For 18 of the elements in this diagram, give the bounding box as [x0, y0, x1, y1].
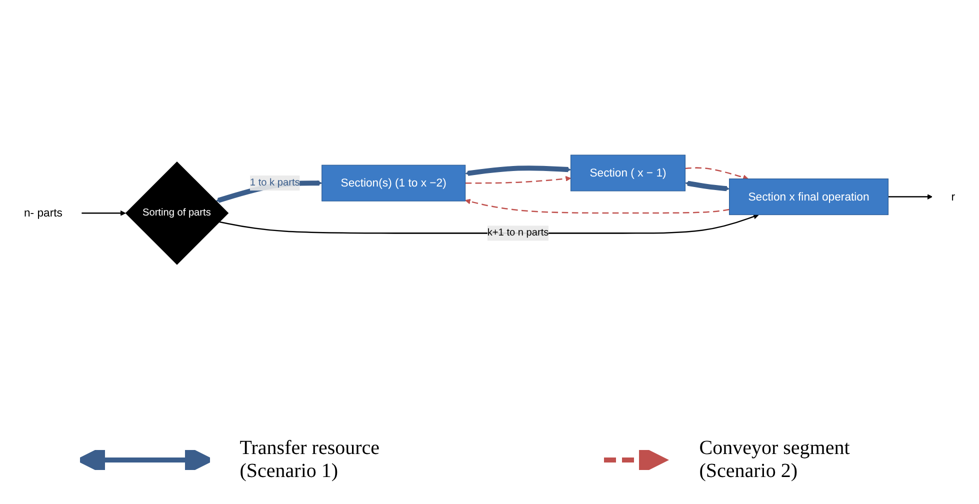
node-box: Section x final operation — [729, 178, 889, 216]
node-box: Section(s) (1 to x −2) — [322, 165, 466, 202]
node-text: r — [951, 190, 956, 204]
arrow — [685, 181, 730, 192]
edge-label: k+1 to n parts — [487, 228, 549, 239]
legend-label: Transfer resource (Scenario 1) — [240, 437, 381, 483]
arrow — [81, 210, 126, 216]
legend-label: Conveyor segment (Scenario 2) — [699, 437, 851, 483]
node-text: n- parts — [24, 206, 62, 220]
edge-label: 1 to k parts — [250, 178, 300, 188]
arrow — [219, 214, 759, 234]
node-diamond: Sorting of parts — [125, 162, 229, 266]
arrow — [465, 199, 730, 214]
arrow — [465, 166, 572, 176]
arrow — [465, 176, 572, 184]
node-box: Section ( x − 1) — [570, 155, 686, 192]
arrow — [888, 194, 933, 200]
arrow — [685, 167, 748, 180]
